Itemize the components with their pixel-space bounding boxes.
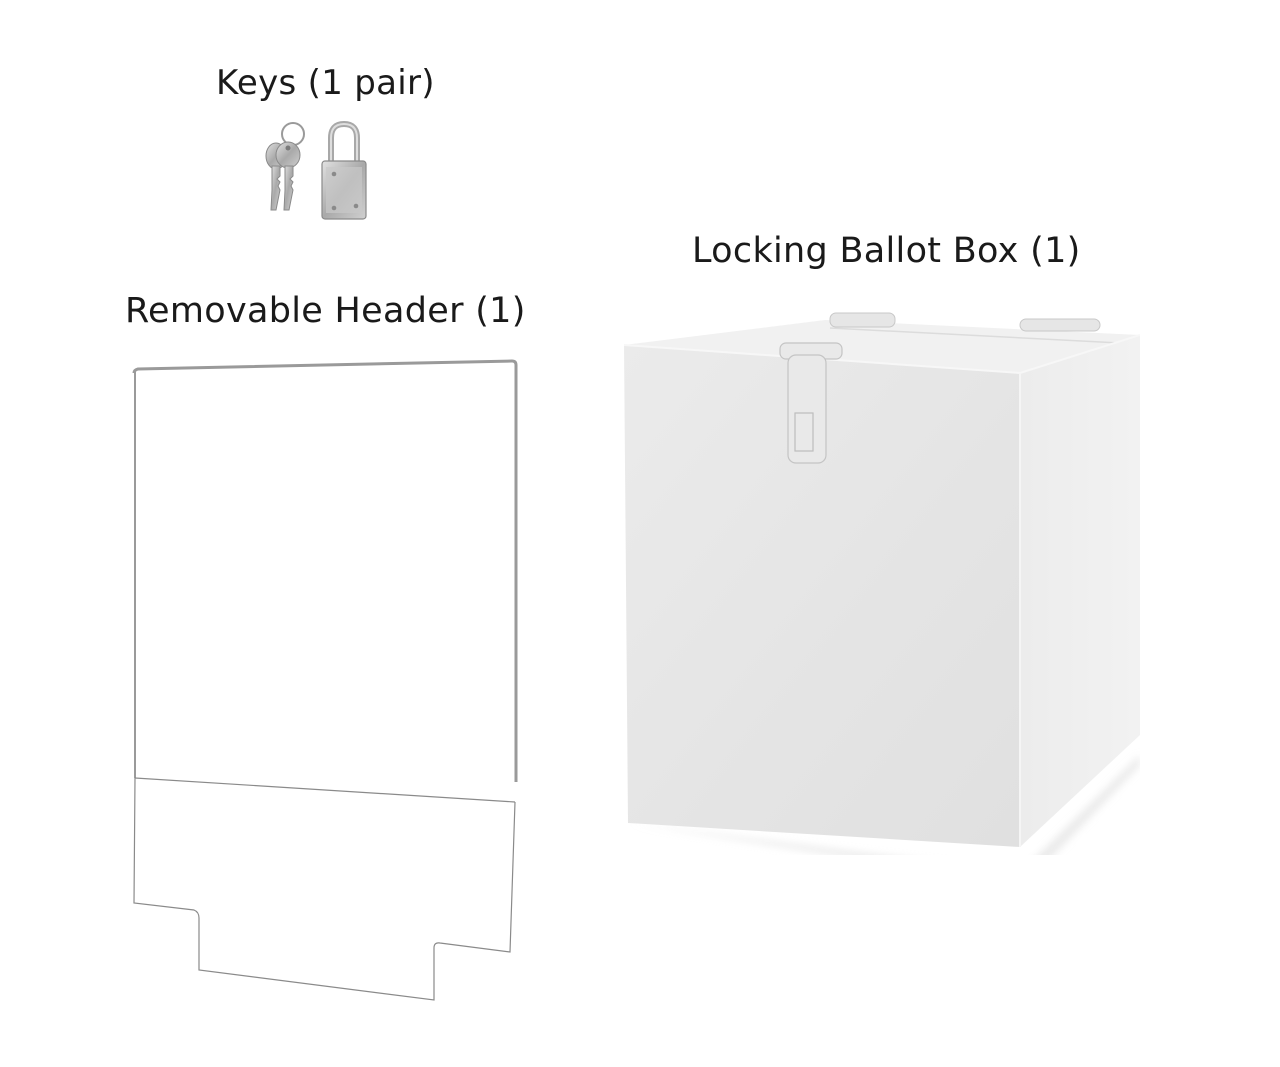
ballot-box (600, 295, 1141, 885)
keys-and-padlock (258, 118, 368, 228)
latch (779, 342, 843, 464)
ballot-box-label: Locking Ballot Box (1) (692, 231, 1081, 271)
keys-icon (265, 122, 305, 211)
keys-label: Keys (1 pair) (216, 63, 435, 103)
padlock-icon (321, 120, 367, 220)
hinge (829, 312, 1101, 332)
removable-header-label: Removable Header (1) (125, 291, 526, 331)
removable-header-panel (120, 350, 540, 1010)
